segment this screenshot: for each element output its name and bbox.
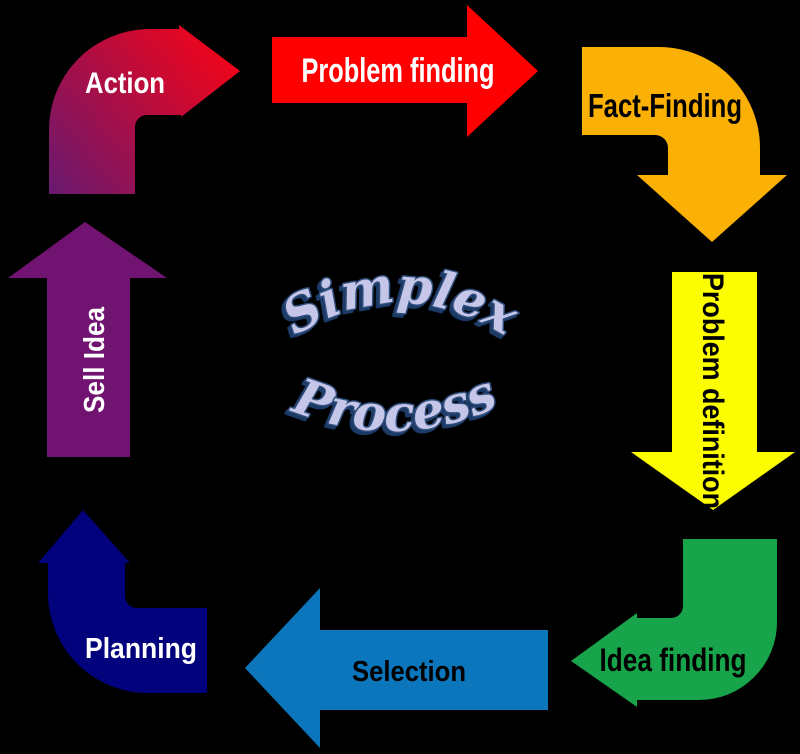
fact-finding-arrow — [582, 47, 787, 242]
idea-finding-arrow — [571, 539, 777, 707]
planning-label: Planning — [85, 633, 197, 665]
planning-arrow — [38, 510, 207, 693]
step-idea-finding: Idea finding — [571, 539, 777, 707]
problem-definition-arrow — [631, 272, 795, 510]
step-problem-finding: Problem finding — [272, 5, 538, 137]
problem-definition-label: Problem definition — [696, 273, 729, 509]
step-action: Action — [49, 25, 240, 194]
action-arrow — [49, 25, 240, 194]
step-selection: Selection — [245, 588, 548, 748]
step-problem-definition: Problem definition — [631, 272, 795, 510]
step-planning: Planning — [38, 510, 207, 693]
selection-label: Selection — [352, 656, 466, 688]
sell-idea-label: Sell Idea — [79, 306, 111, 413]
action-label: Action — [85, 67, 165, 100]
selection-arrow — [245, 588, 548, 748]
step-fact-finding: Fact-Finding — [582, 47, 787, 242]
problem-finding-label: Problem finding — [302, 52, 495, 90]
idea-finding-label: Idea finding — [600, 642, 747, 678]
fact-finding-label: Fact-Finding — [588, 87, 742, 124]
step-sell-idea: Sell Idea — [8, 222, 167, 457]
sell-idea-arrow — [8, 222, 167, 457]
problem-finding-arrow — [272, 5, 538, 137]
